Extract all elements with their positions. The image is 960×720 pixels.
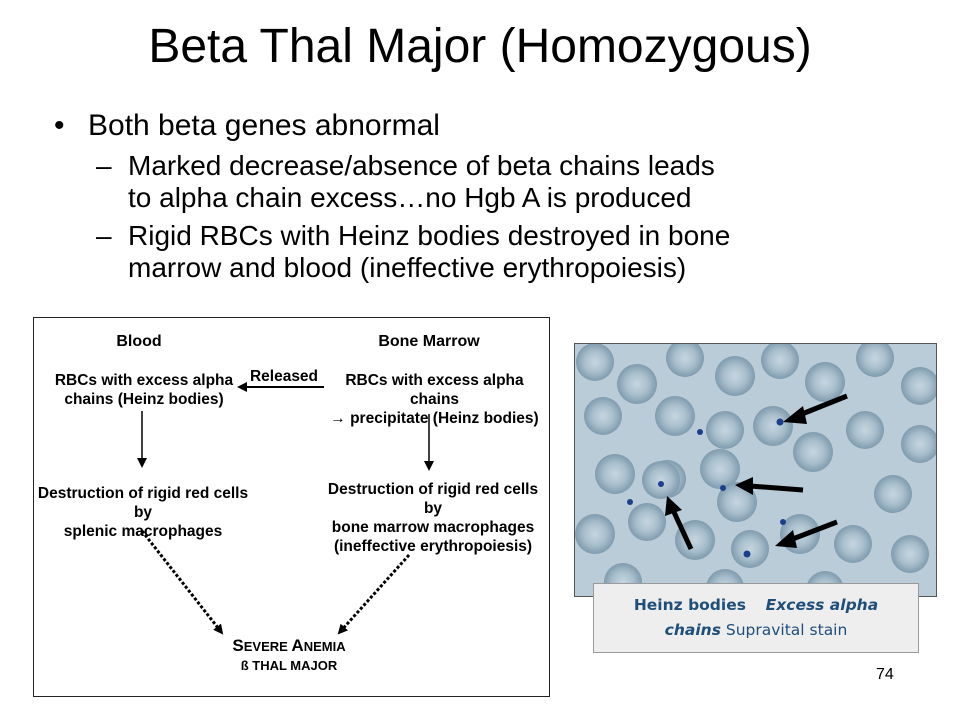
sub-bullet-line: Marked decrease/absence of beta chains l…	[128, 150, 715, 181]
bullet-list: • Both beta genes abnormal – Marked decr…	[48, 108, 948, 284]
page-number: 74	[876, 666, 894, 683]
heinz-body-dots	[627, 418, 786, 558]
blood-smear-illustration	[575, 344, 936, 596]
diagram-arrows	[137, 382, 434, 635]
sub-bullet-item: – Marked decrease/absence of beta chains…	[48, 150, 948, 214]
blood-smear-image	[574, 343, 937, 597]
blood-rbc-box: RBCs with excess alpha chains (Heinz bod…	[54, 372, 234, 408]
bullet-text: Both beta genes abnormal	[88, 109, 440, 142]
marrow-destruction-box: Destruction of rigid red cells by bone m…	[327, 481, 539, 555]
bullet-item: • Both beta genes abnormal	[48, 108, 948, 144]
blood-destruction-box: Destruction of rigid red cells by spleni…	[37, 485, 249, 540]
marrow-rbc-box: RBCs with excess alpha chains → precipit…	[330, 372, 539, 427]
bone-marrow-header: Bone Marrow	[378, 333, 480, 350]
sub-bullet-line: Rigid RBCs with Heinz bodies destroyed i…	[128, 220, 731, 251]
bullet-dot: •	[54, 109, 65, 142]
sub-bullet-line: marrow and blood (ineffective erythropoi…	[128, 252, 687, 283]
marrow-dotted-arrow	[337, 553, 411, 635]
bullet-dash: –	[96, 220, 112, 251]
bullet-dash: –	[96, 150, 112, 181]
blood-dotted-arrow	[140, 530, 224, 635]
sub-bullet-line: to alpha chain excess…no Hgb A is produc…	[128, 182, 692, 213]
outcome-box: SEVERE ANEMIA ß THAL MAJOR	[232, 636, 346, 673]
blood-header: Blood	[116, 333, 162, 350]
red-blood-cells	[575, 344, 936, 596]
image-caption: Heinz bodies Excess alpha chains Supravi…	[593, 583, 919, 653]
indicator-arrows	[665, 393, 848, 551]
released-label: Released	[249, 368, 319, 385]
sub-bullet-item: – Rigid RBCs with Heinz bodies destroyed…	[48, 220, 948, 284]
slide-title: Beta Thal Major (Homozygous)	[148, 20, 812, 73]
pathway-diagram: Blood Bone Marrow Released RBCs with exc…	[33, 317, 550, 697]
